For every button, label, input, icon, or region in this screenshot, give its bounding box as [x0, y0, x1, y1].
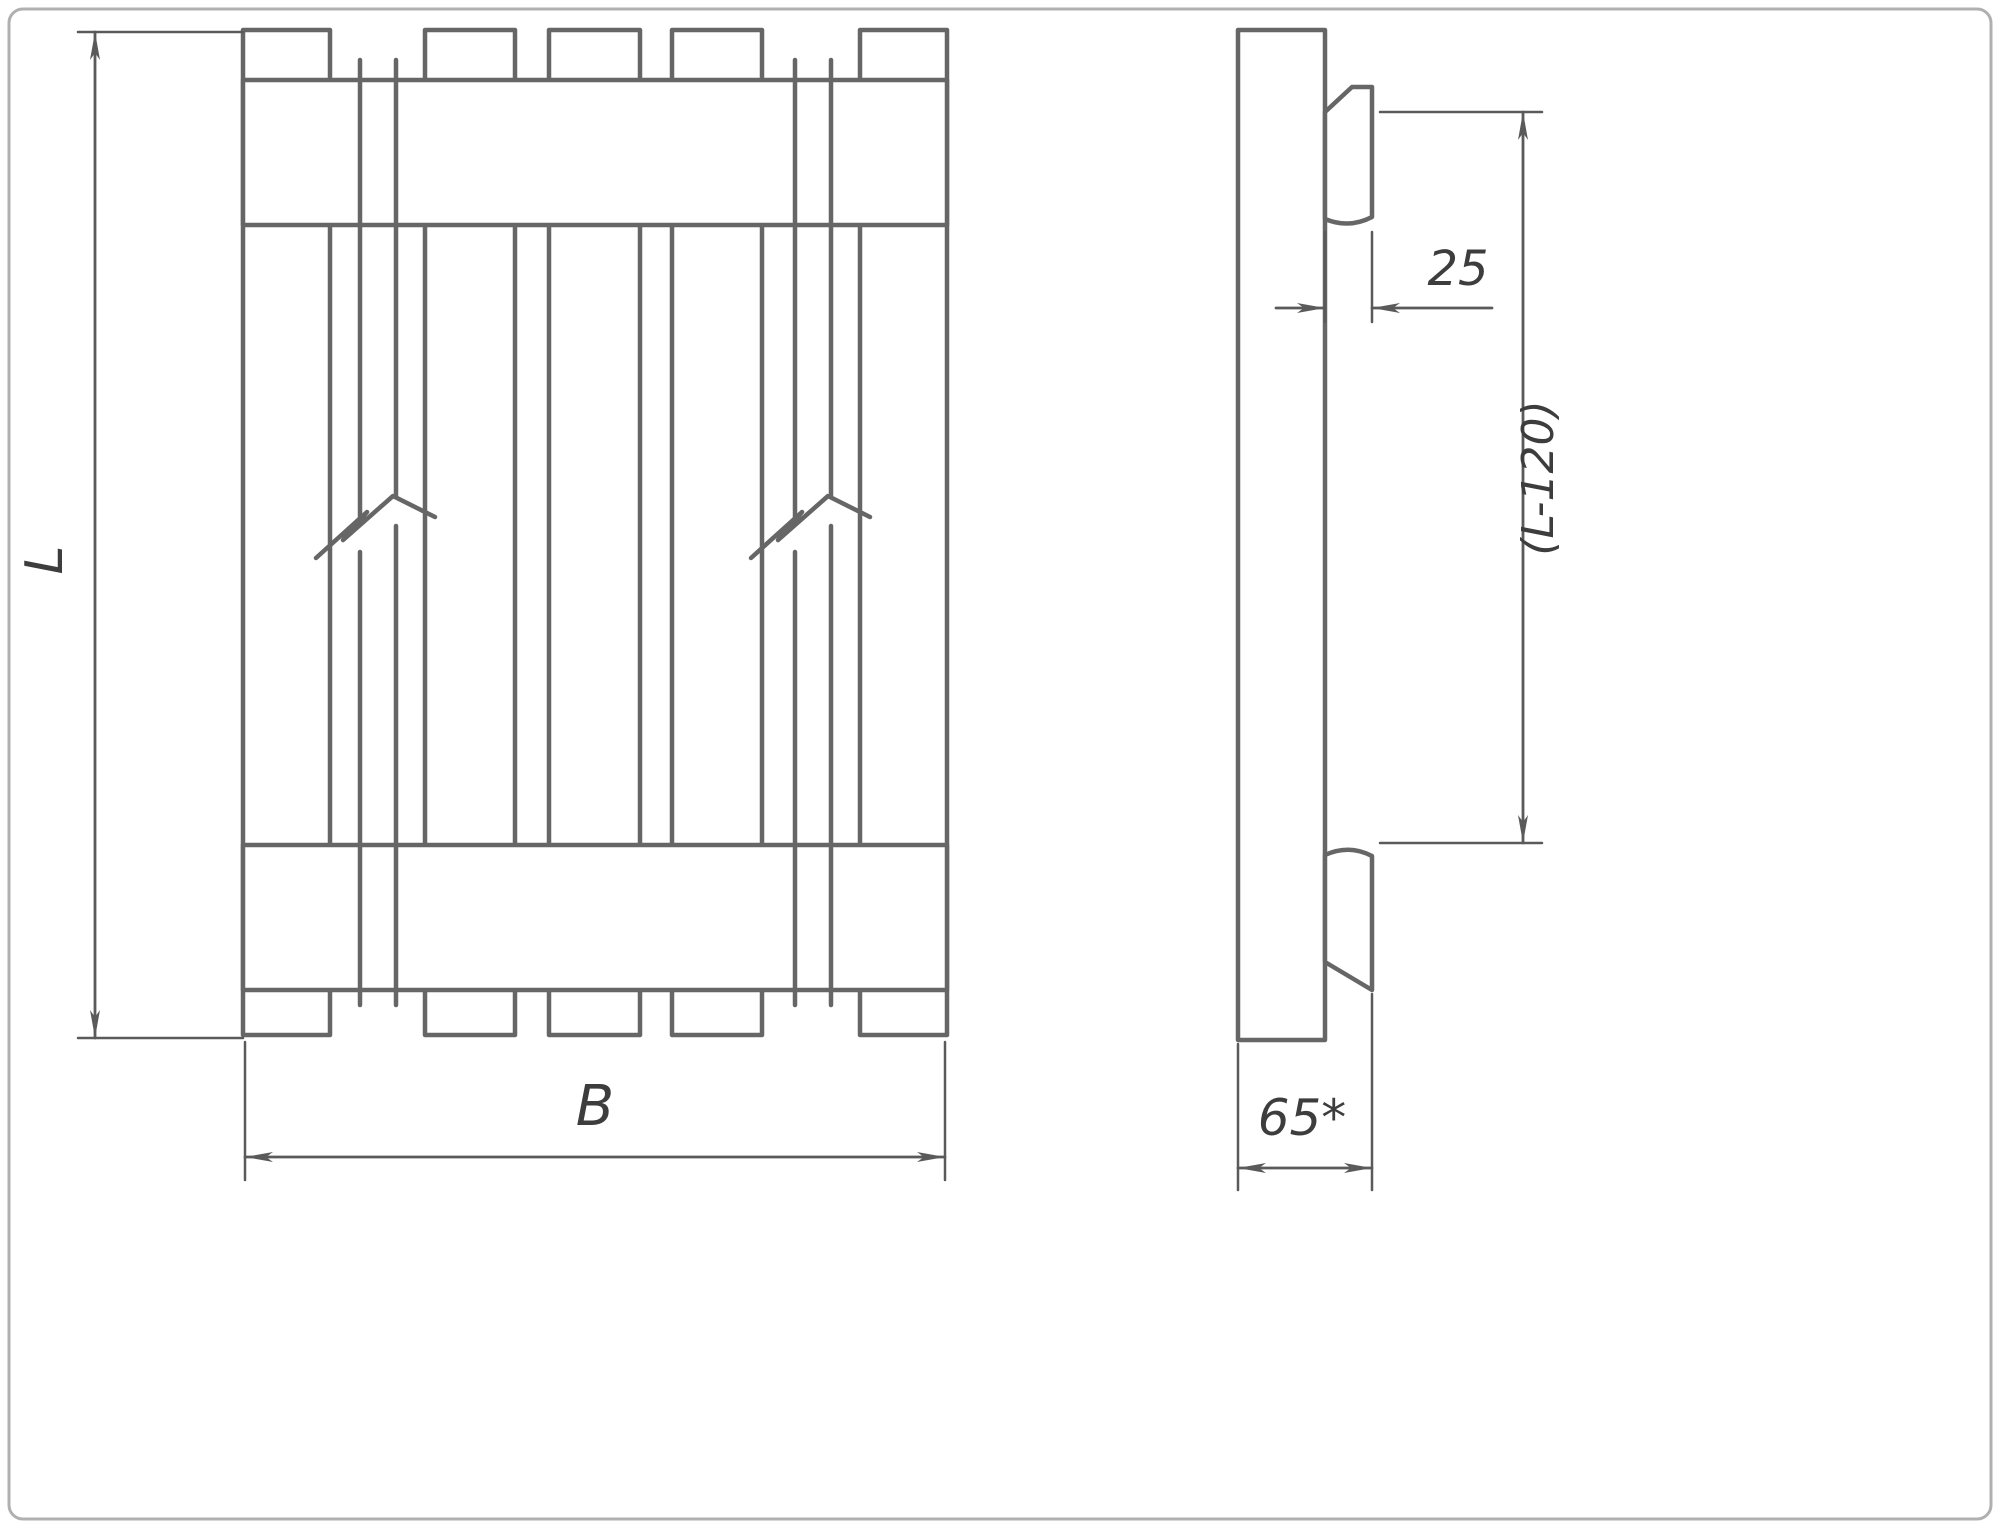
dimension-depth: 65* [1236, 992, 1374, 1192]
cross-board-top [240, 77, 950, 228]
dimension-label-width: B [576, 1074, 614, 1139]
cross-board-bottom [240, 842, 950, 993]
dimension-cleat-thickness: 25 [1274, 230, 1494, 324]
break-symbol-left [313, 493, 438, 561]
break-symbol-right [748, 493, 873, 561]
cleat-top [1322, 84, 1375, 226]
side-board [1235, 27, 1328, 1043]
dimension-label-cleat-thickness: 25 [1427, 241, 1488, 297]
cleat-bottom [1322, 847, 1375, 993]
front-view [240, 27, 950, 1038]
dimension-width: B [243, 1040, 947, 1182]
dimension-label-depth: 65* [1258, 1089, 1347, 1147]
stringer-left [313, 57, 438, 1008]
dimension-length: L [15, 30, 245, 1040]
dimension-inner-length: (L-120) [1378, 110, 1564, 845]
stringer-right [748, 57, 873, 1008]
page-border [7, 7, 1993, 1521]
side-view [1235, 27, 1375, 1043]
dimension-label-inner-length: (L-120) [1513, 400, 1564, 555]
dimension-label-length: L [15, 546, 75, 575]
